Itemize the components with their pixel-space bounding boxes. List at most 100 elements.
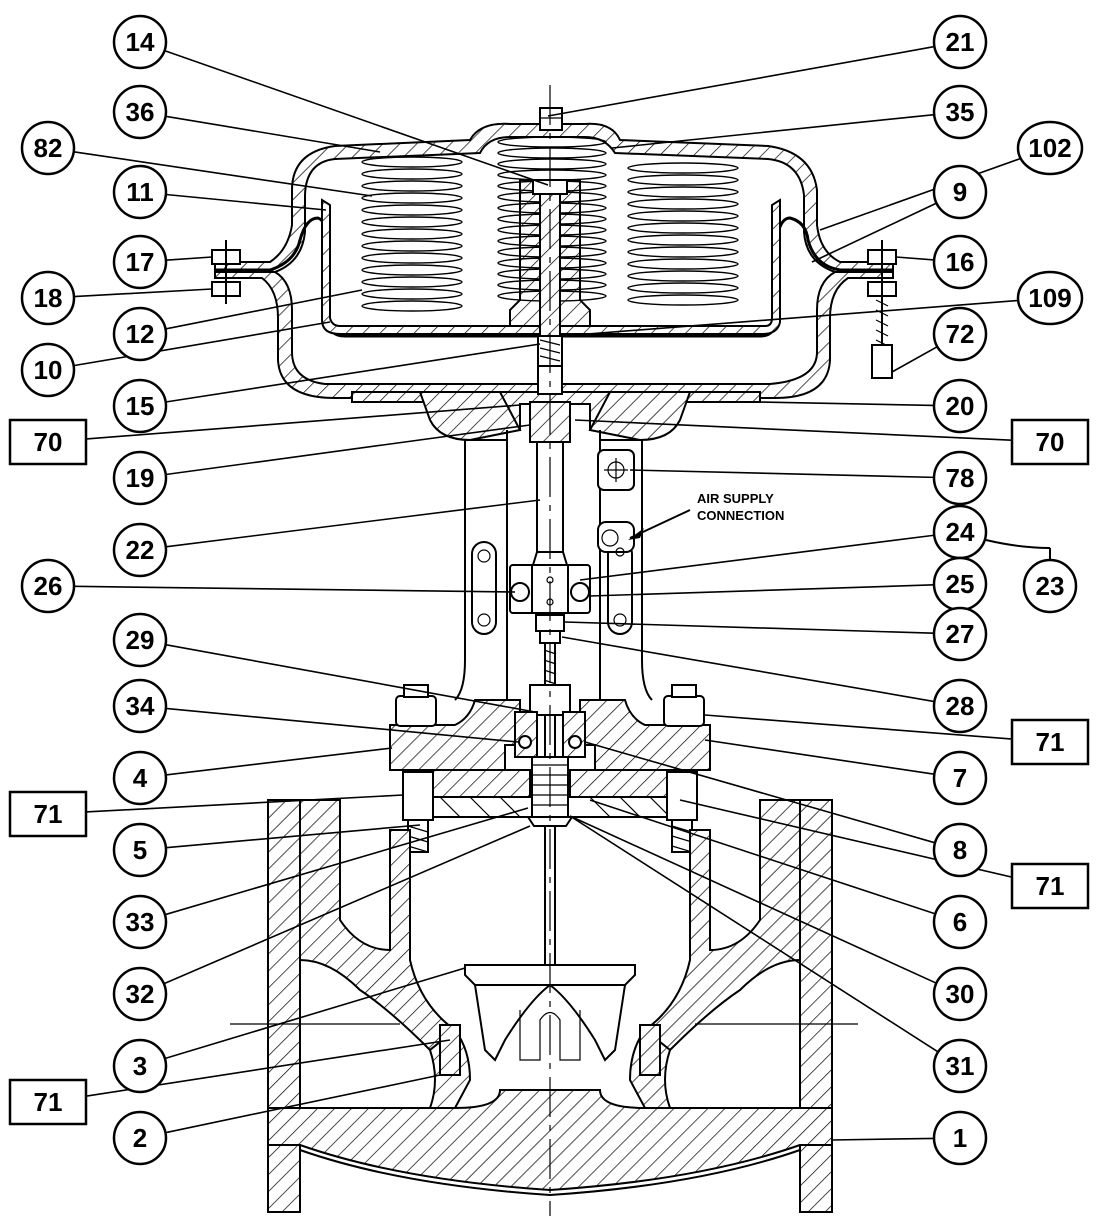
callout-28: 28 — [932, 678, 988, 734]
leader-c27 — [564, 621, 935, 635]
leader-c8 — [584, 741, 936, 844]
leader-c32 — [163, 825, 531, 985]
yoke-base-flange — [389, 699, 521, 771]
callout-label: 22 — [126, 535, 155, 565]
leader-c71b — [73, 794, 404, 814]
callout-label: 72 — [946, 319, 975, 349]
callout-71: 71 — [1010, 862, 1090, 910]
callout-label: 31 — [946, 1051, 975, 1081]
callout-71: 71 — [8, 790, 88, 838]
diaphragm-plate — [321, 198, 781, 335]
leader-c35 — [611, 113, 935, 149]
leader-c28 — [561, 636, 935, 703]
callout-label: 11 — [126, 177, 154, 207]
air-supply-note: AIR SUPPLY CONNECTION — [628, 491, 784, 540]
leader-c26 — [73, 585, 516, 593]
callout-23: 23 — [1022, 558, 1078, 614]
callout-70: 70 — [1010, 418, 1090, 466]
leader-c5 — [165, 824, 421, 849]
callout-label: 82 — [34, 133, 63, 163]
callout-label: 29 — [126, 625, 155, 655]
callout-label: 8 — [953, 835, 967, 865]
body-stud-right — [666, 771, 698, 821]
callout-6: 6 — [932, 894, 988, 950]
callout-82: 82 — [20, 120, 76, 176]
leader-c9 — [811, 202, 937, 263]
callout-label: 18 — [34, 283, 63, 313]
callout-72: 72 — [932, 306, 988, 362]
callout-label: 3 — [133, 1051, 147, 1081]
callout-10: 10 — [20, 342, 76, 398]
callout-24: 24 — [932, 504, 988, 560]
leader-c71a — [704, 714, 1025, 741]
callout-14: 14 — [112, 14, 168, 70]
callout-15: 15 — [112, 378, 168, 434]
callout-5: 5 — [112, 822, 168, 878]
callout-label: 17 — [126, 247, 155, 277]
callout-78: 78 — [932, 450, 988, 506]
note-line-2: CONNECTION — [697, 508, 784, 523]
callout-label: 102 — [1028, 133, 1071, 163]
callout-label: 6 — [953, 907, 967, 937]
leader-c4 — [165, 747, 393, 776]
leader-c82 — [73, 151, 373, 197]
callout-20: 20 — [932, 378, 988, 434]
lower-diaphragm-casing — [214, 271, 894, 399]
actuator-assembly — [211, 107, 897, 442]
leader-c2 — [165, 1074, 441, 1134]
callout-label: 21 — [946, 27, 975, 57]
leader-c17 — [165, 256, 213, 261]
leader-c102 — [819, 155, 1026, 231]
callout-1: 1 — [932, 1110, 988, 1166]
leader-c6 — [589, 799, 936, 915]
callout-label: 70 — [1036, 427, 1065, 457]
callout-33: 33 — [112, 894, 168, 950]
yoke-boss — [418, 391, 522, 442]
callout-label: 35 — [946, 97, 975, 127]
callout-label: 19 — [126, 463, 155, 493]
callout-18: 18 — [20, 270, 76, 326]
leader-c109 — [561, 299, 1025, 337]
leader-c29 — [165, 643, 536, 713]
leader-c10 — [73, 321, 331, 367]
callout-29: 29 — [112, 612, 168, 668]
callout-label: 24 — [946, 517, 975, 547]
callout-label: 16 — [946, 247, 975, 277]
callout-8: 8 — [932, 822, 988, 878]
vent-cap — [539, 107, 563, 131]
callout-34: 34 — [112, 678, 168, 734]
leader-c12 — [165, 289, 363, 330]
yoke — [454, 430, 653, 701]
callout-label: 71 — [34, 1087, 63, 1117]
callout-26: 26 — [20, 558, 76, 614]
actuator-springs — [361, 136, 739, 312]
leader-c15 — [165, 343, 541, 403]
callout-label: 70 — [34, 427, 63, 457]
leader-c3 — [164, 967, 466, 1060]
callout-30: 30 — [932, 966, 988, 1022]
callout-label: 10 — [34, 355, 63, 385]
leader-c21 — [547, 45, 935, 117]
leader-c72 — [891, 345, 938, 373]
callout-4: 4 — [112, 750, 168, 806]
leader-c16 — [895, 256, 935, 261]
callout-70: 70 — [8, 418, 88, 466]
casing-bolt-right — [867, 240, 897, 379]
leader-c24 — [579, 534, 935, 581]
leader-c78 — [629, 469, 935, 479]
callout-label: 30 — [946, 979, 975, 1009]
callout-11: 11 — [112, 164, 168, 220]
callout-109: 109 — [1016, 270, 1084, 326]
callout-label: 71 — [1036, 871, 1065, 901]
callout-label: 27 — [946, 619, 975, 649]
callout-19: 19 — [112, 450, 168, 506]
leader-lines — [73, 45, 1051, 1141]
callout-71: 71 — [1010, 718, 1090, 766]
leader-c18 — [73, 288, 213, 298]
leader-c36 — [165, 115, 381, 153]
callout-label: 9 — [953, 177, 967, 207]
leader-c70a — [73, 404, 521, 441]
yoke-nut-right — [663, 695, 705, 727]
